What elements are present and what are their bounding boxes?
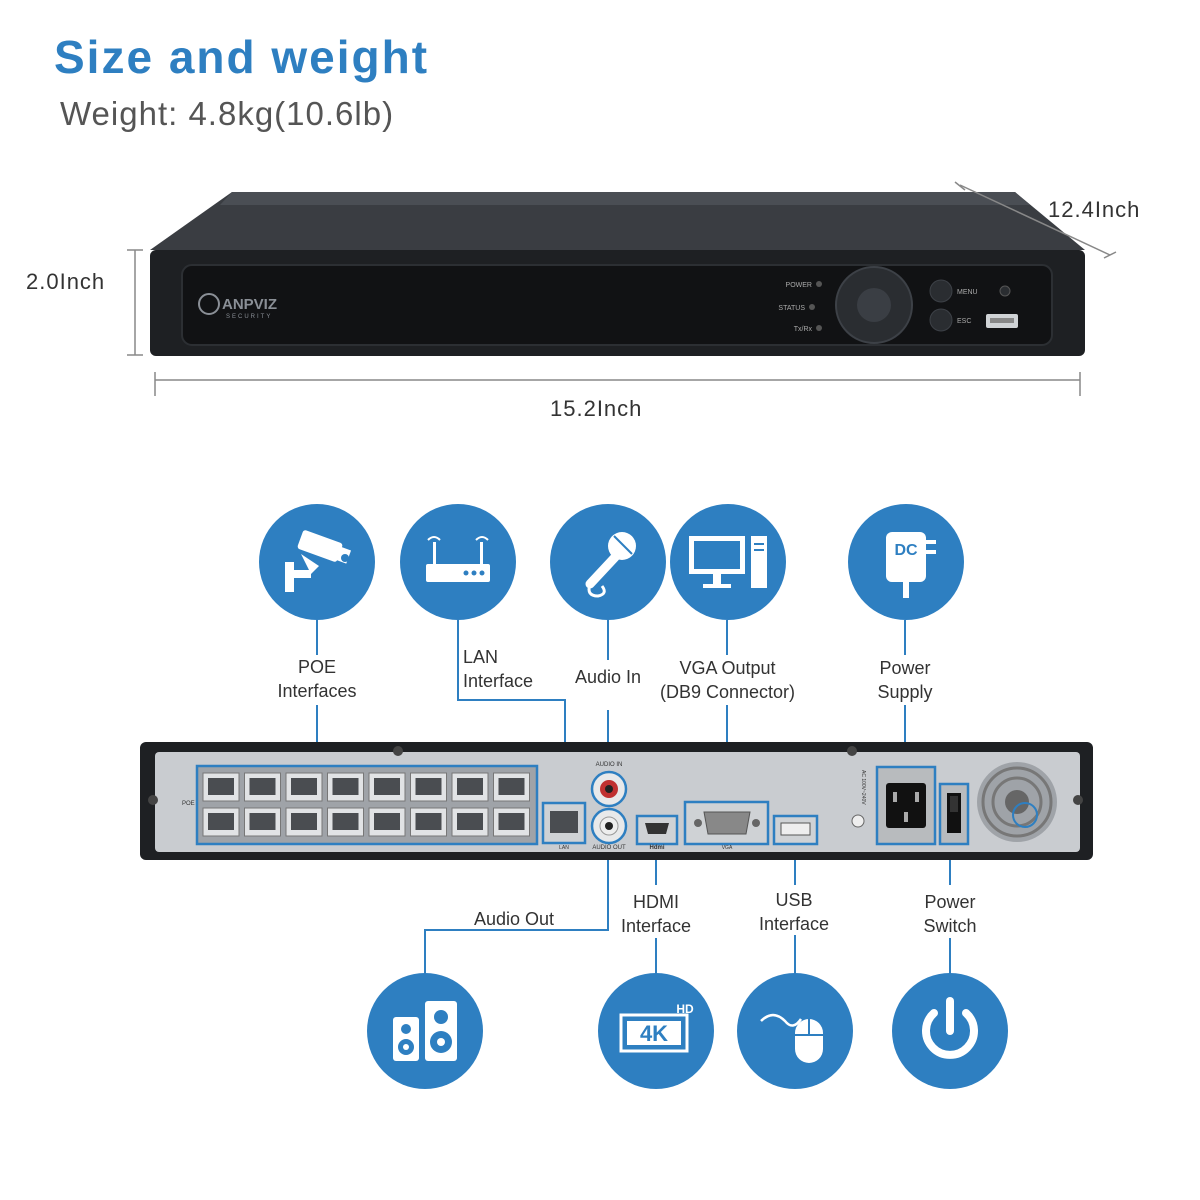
4k-hd-icon: 4K HD (619, 1002, 694, 1053)
poe-port-socket (332, 778, 359, 795)
height-label: 2.0Inch (26, 269, 106, 294)
poe-port-socket (498, 778, 525, 795)
power-icon (922, 997, 978, 1059)
router-icon (426, 536, 490, 582)
poe-port-socket (415, 778, 442, 795)
brand-name: ANPVIZ (222, 296, 277, 313)
txrx-led (816, 325, 822, 331)
power-supply-feature-circle: DC (848, 504, 964, 620)
cctv-camera-icon (285, 530, 352, 592)
front-headphone-port (999, 285, 1011, 297)
poe-port-socket (415, 813, 442, 830)
poe-port-socket (208, 813, 234, 830)
menu-label: MENU (957, 289, 978, 296)
audio-out-panel-label: AUDIO OUT (592, 845, 626, 851)
usb-feature-label: USB Interface (758, 890, 830, 934)
poe-port-socket (457, 778, 483, 795)
vga-panel-label: VGA (722, 845, 733, 851)
front-device-illustration: ANPVIZ SECURITY POWER STATUS Tx/Rx MENU … (127, 181, 1117, 396)
led-status-label: STATUS (778, 305, 805, 312)
poe-feature-label: POE Interfaces (277, 657, 357, 701)
weight-subtitle: Weight: 4.8kg(10.6lb) (60, 95, 395, 132)
power-supply-feature-label: Power Supply (877, 658, 933, 702)
lan-feature-circle (400, 504, 516, 620)
dial-center-button[interactable] (857, 288, 891, 322)
lan-panel-label: LAN (559, 845, 569, 851)
poe-port-socket (291, 778, 317, 795)
audio-out-feature-label: Audio Out (474, 909, 555, 929)
poe-panel-label: POE (182, 801, 195, 807)
power-switch-feature-circle (892, 973, 1008, 1089)
depth-label: 12.4Inch (1048, 197, 1141, 222)
audio-in-feature-circle (550, 504, 666, 620)
poe-port-socket (374, 778, 400, 795)
brand-logo-icon (198, 293, 220, 315)
width-label: 15.2Inch (550, 396, 643, 421)
audio-out-feature-circle (367, 973, 483, 1089)
poe-port-socket (498, 813, 525, 830)
depth-dimension-line (959, 184, 1111, 256)
vga-feature-label: VGA Output (DB9 Connector) (659, 658, 796, 702)
audio-in-feature-label: Audio In (574, 667, 642, 687)
poe-port-socket (249, 778, 276, 795)
brand-sub: SECURITY (226, 314, 272, 320)
hdmi-feature-label: HDMI Interface (620, 892, 692, 936)
led-power-label: POWER (786, 282, 812, 289)
mouse-icon (760, 1013, 823, 1063)
hdmi-panel-label: Hdmi (650, 845, 665, 851)
led-txrx-label: Tx/Rx (794, 326, 813, 333)
poe-port-socket (291, 813, 317, 830)
poe-port-grid (202, 772, 530, 837)
ac-panel-label: AC 100V~240V (860, 770, 866, 805)
hdmi-feature-circle: 4K HD (598, 973, 714, 1089)
poe-feature-circle (259, 504, 375, 620)
microphone-icon (585, 532, 636, 598)
lan-feature-label: LAN Interface (463, 647, 534, 691)
esc-button[interactable] (929, 308, 953, 332)
dc-adapter-icon: DC (886, 532, 936, 598)
audio-in-panel-label: AUDIO IN (596, 762, 623, 768)
page-title: Size and weight (54, 31, 430, 83)
poe-port-socket (249, 813, 276, 830)
poe-port-socket (374, 813, 400, 830)
monitor-icon (689, 536, 767, 588)
poe-port-socket (332, 813, 359, 830)
power-led (816, 281, 822, 287)
speaker-icon (393, 1001, 457, 1061)
usb-feature-circle (737, 973, 853, 1089)
poe-port-socket (208, 778, 234, 795)
power-switch-feature-label: Power Switch (923, 892, 977, 936)
device-top (150, 192, 1085, 250)
poe-port-socket (457, 813, 483, 830)
menu-button[interactable] (929, 279, 953, 303)
vga-feature-circle (670, 504, 786, 620)
dc-badge: DC (894, 542, 918, 559)
4k-badge: 4K (640, 1021, 668, 1046)
status-led (809, 304, 815, 310)
hd-badge: HD (676, 1002, 694, 1016)
esc-label: ESC (957, 318, 971, 325)
